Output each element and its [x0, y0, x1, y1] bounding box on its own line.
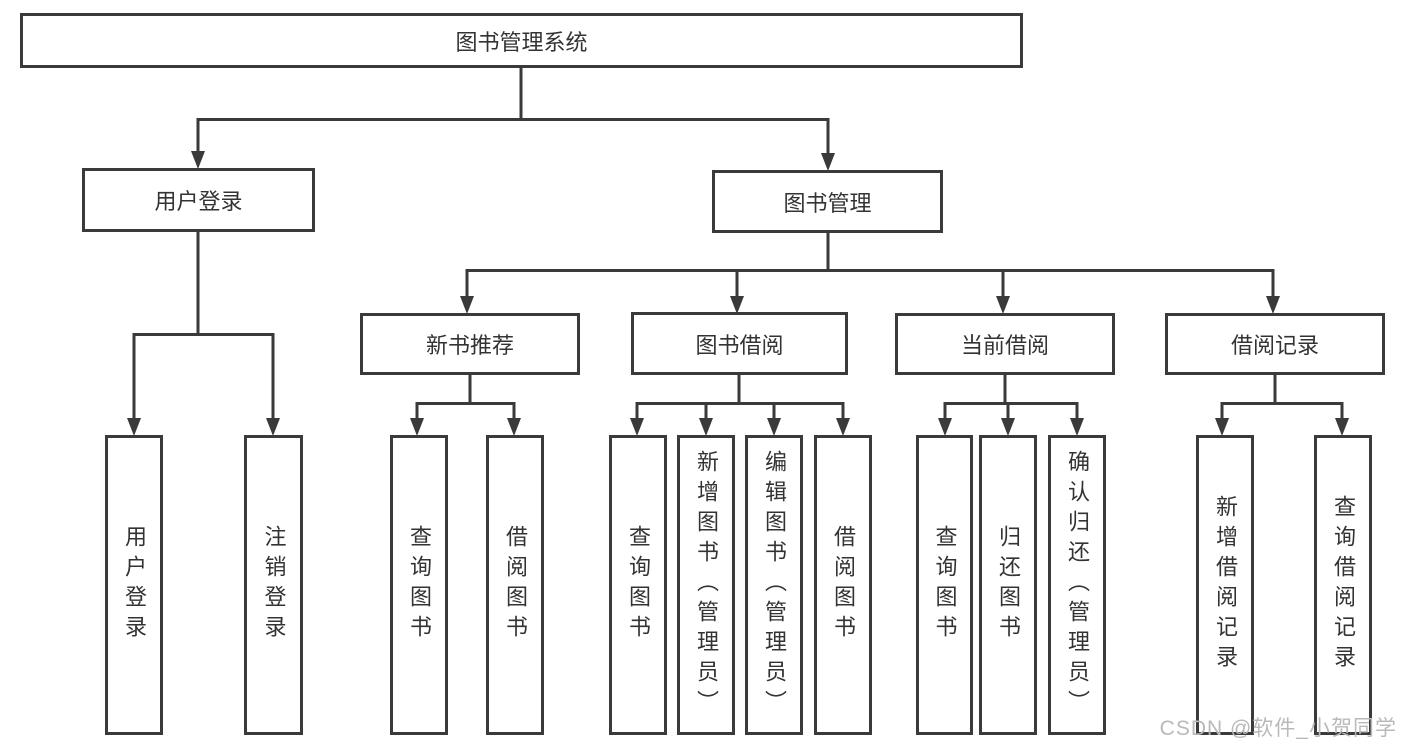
node-borrow-records: 借阅记录 [1165, 313, 1385, 375]
connector-user-login [132, 232, 275, 419]
node-book-management: 图书管理 [712, 170, 943, 233]
leaf-add-books-admin: 新增图书（管理员） [677, 435, 735, 735]
leaf-borrow-books-1: 借阅图书 [486, 435, 544, 735]
connector-current-borrow [943, 375, 1079, 419]
connector-book-management [465, 233, 1275, 298]
leaf-query-books-1: 查询图书 [390, 435, 448, 735]
connector-borrow-records [1220, 375, 1344, 419]
leaf-query-borrow-record: 查询借阅记录 [1314, 435, 1372, 735]
node-book-borrow: 图书借阅 [631, 312, 848, 375]
node-new-book-recommend: 新书推荐 [360, 313, 580, 375]
leaf-query-books-2: 查询图书 [609, 435, 667, 735]
connector-new-book [415, 375, 516, 419]
leaf-return-books: 归还图书 [979, 435, 1037, 735]
leaf-borrow-books-2: 借阅图书 [814, 435, 872, 735]
leaf-logout: 注销登录 [244, 435, 303, 735]
node-current-borrow: 当前借阅 [895, 313, 1115, 375]
leaf-edit-books-admin: 编辑图书（管理员） [745, 435, 803, 735]
leaf-user-login: 用户登录 [105, 435, 163, 735]
leaf-confirm-return-admin: 确认归还（管理员） [1048, 435, 1106, 735]
leaf-add-borrow-record: 新增借阅记录 [1196, 435, 1254, 735]
leaf-query-books-3: 查询图书 [916, 435, 973, 735]
node-user-login: 用户登录 [82, 168, 315, 232]
arrowheads [127, 151, 1349, 436]
node-root-system: 图书管理系统 [20, 13, 1023, 68]
connector-book-borrow [635, 374, 845, 419]
csdn-watermark: CSDN @软件_小贺同学 [1159, 717, 1397, 740]
connector-root [196, 68, 830, 155]
